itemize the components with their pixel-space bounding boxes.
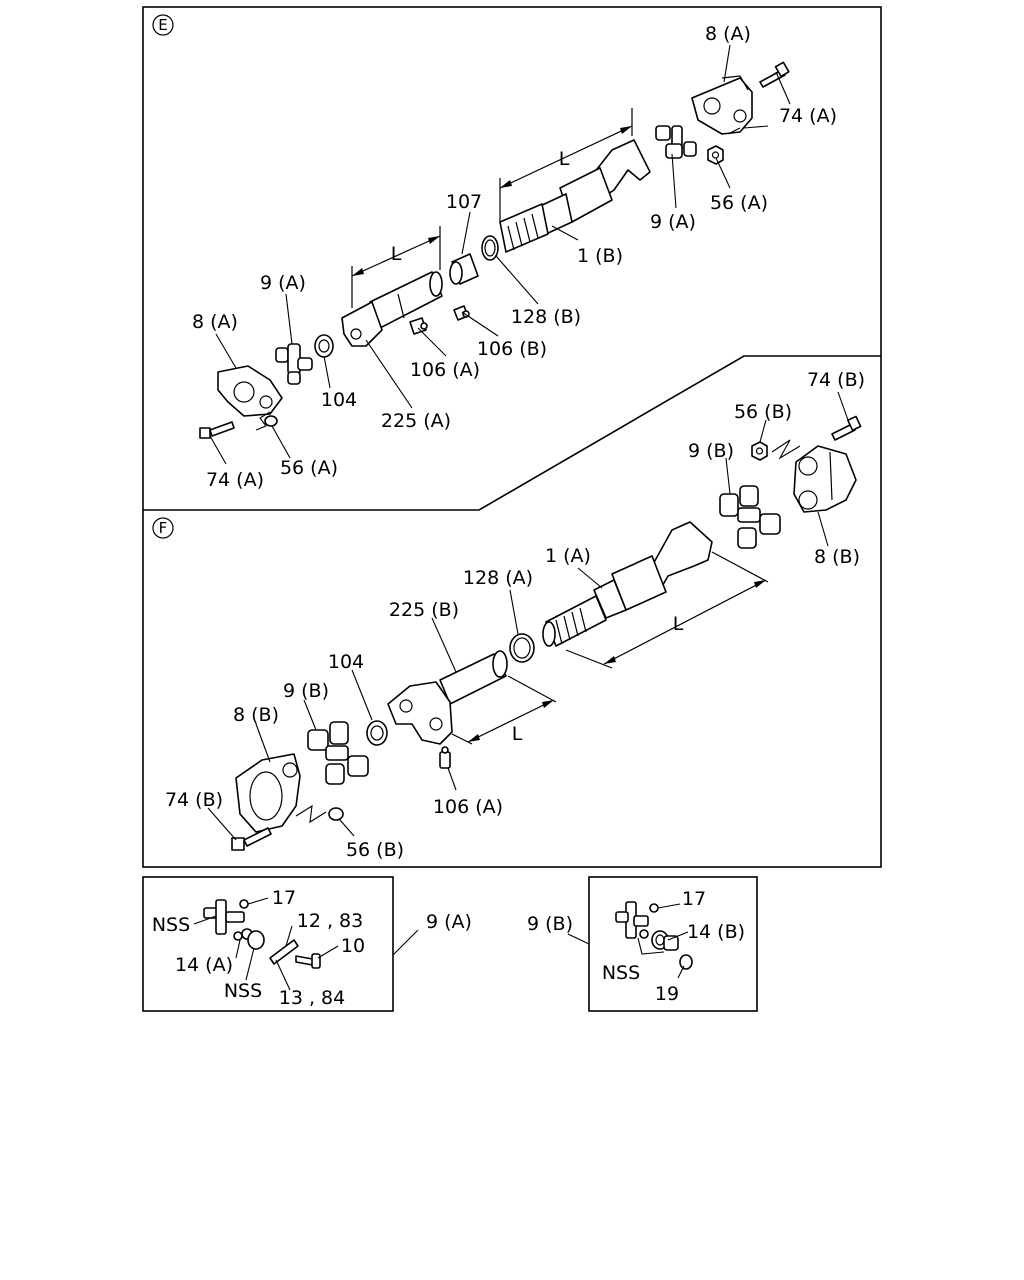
label-f-74b-left: 74 (B) [165, 789, 223, 811]
label-e-106a: 106 (A) [410, 359, 480, 381]
svg-text:L: L [559, 148, 570, 170]
labels-section-e: 8 (A) 74 (A) 9 (A) 56 (A) 1 (B) 107 128 … [192, 23, 837, 491]
flange-yoke-8a-right [691, 75, 753, 135]
label-f-8b-left: 8 (B) [233, 704, 279, 726]
svg-text:E: E [158, 16, 167, 34]
label-k1-13-84: 13 , 84 [279, 987, 345, 1009]
label-k2-9b: 9 (B) [527, 913, 573, 935]
label-f-1a: 1 (A) [545, 545, 591, 567]
label-f-128a: 128 (A) [463, 567, 533, 589]
label-e-9a-left: 9 (A) [260, 272, 306, 294]
label-f-9b-left: 9 (B) [283, 680, 329, 702]
label-e-104: 104 [321, 389, 357, 411]
nut-56b-right [751, 441, 768, 461]
grease-fitting-106b [453, 305, 470, 321]
dimension-l-e-upper: L [499, 108, 633, 222]
label-f-8b-right: 8 (B) [814, 546, 860, 568]
label-e-106b: 106 (B) [477, 338, 547, 360]
nut-56a-right [707, 145, 724, 165]
grease-fitting-106a [409, 317, 428, 335]
label-k2-nss: NSS [602, 962, 640, 984]
universal-joint-9a-right [655, 125, 697, 159]
bolt-74a-right [759, 61, 790, 88]
bolt-74b-left [231, 827, 272, 851]
nut-56a-left [264, 415, 278, 427]
label-k1-17: 17 [272, 887, 296, 909]
label-f-9b-right: 9 (B) [688, 440, 734, 462]
label-e-128b: 128 (B) [511, 306, 581, 328]
label-k1-nss-bottom: NSS [224, 980, 262, 1002]
flange-yoke-8a-left [217, 365, 283, 417]
universal-joint-9b-left [307, 721, 369, 785]
label-e-74a-top: 74 (A) [779, 105, 837, 127]
label-k1-9a: 9 (A) [426, 911, 472, 933]
flange-yoke-8b-right [793, 445, 857, 513]
kit-9a-leaders [193, 897, 419, 991]
nut-56b-left [328, 807, 344, 821]
sleeve-107 [449, 253, 479, 285]
slip-yoke-225b [387, 650, 508, 745]
label-f-225b: 225 (B) [389, 599, 459, 621]
label-e-9a-right: 9 (A) [650, 211, 696, 233]
label-e-74a-left: 74 (A) [206, 469, 264, 491]
label-e-1b: 1 (B) [577, 245, 623, 267]
bolt-74a-left [199, 421, 235, 439]
propeller-shaft-1b [499, 139, 651, 253]
label-k1-10: 10 [341, 935, 365, 957]
labels-section-f: 74 (B) 56 (B) 9 (B) 8 (B) 1 (A) 128 (A) … [165, 369, 865, 861]
grease-fitting-106a-f [439, 746, 451, 769]
universal-joint-9a-left [275, 343, 313, 385]
label-f-56b-left: 56 (B) [346, 839, 404, 861]
dimension-l-e-lower: L [351, 226, 441, 308]
label-f-74b-top: 74 (B) [807, 369, 865, 391]
label-k2-19: 19 [655, 983, 679, 1005]
leaders-section-f [207, 391, 849, 841]
kit-9a-box [142, 876, 394, 1012]
label-f-56b-top: 56 (B) [734, 401, 792, 423]
propeller-shaft-1a [542, 521, 713, 647]
universal-joint-9b-right [719, 485, 781, 549]
label-f-104: 104 [328, 651, 364, 673]
seal-128a [509, 633, 535, 663]
seal-104 [314, 334, 334, 358]
label-k1-12-83: 12 , 83 [297, 910, 363, 932]
kit-9a-labels: 17 NSS 12 , 83 10 14 (A) NSS 13 , 84 9 (… [152, 887, 472, 1009]
svg-text:F: F [159, 519, 168, 537]
label-f-106a: 106 (A) [433, 796, 503, 818]
svg-text:L: L [512, 723, 523, 745]
label-k2-17: 17 [682, 888, 706, 910]
label-k2-14b: 14 (B) [687, 921, 745, 943]
dimension-l-f-upper: L [565, 551, 769, 669]
kit-9b-leaders [567, 903, 689, 979]
label-e-8a-left: 8 (A) [192, 311, 238, 333]
label-e-8a-top: 8 (A) [705, 23, 751, 45]
flange-yoke-8b-left [235, 753, 301, 833]
leaders-section-e [209, 44, 791, 465]
section-e-marker: E [152, 14, 174, 36]
svg-text:L: L [391, 243, 402, 265]
label-e-225a: 225 (A) [381, 410, 451, 432]
seal-104-f [366, 720, 388, 746]
label-e-107: 107 [446, 191, 482, 213]
slip-yoke-225a [341, 271, 443, 347]
label-k1-14a: 14 (A) [175, 954, 233, 976]
kit-9a-parts [203, 899, 321, 969]
bolt-74b-right [831, 415, 862, 441]
dimension-l-f-lower: L [451, 675, 557, 745]
svg-text:L: L [673, 613, 684, 635]
label-k1-nss-top: NSS [152, 914, 190, 936]
kit-9b-labels: 9 (B) 17 14 (B) NSS 19 [527, 888, 745, 1005]
section-f-marker: F [152, 517, 174, 539]
label-e-56a-right: 56 (A) [710, 192, 768, 214]
seal-128b [481, 235, 499, 261]
label-e-56a-left: 56 (A) [280, 457, 338, 479]
main-frame [142, 6, 882, 868]
